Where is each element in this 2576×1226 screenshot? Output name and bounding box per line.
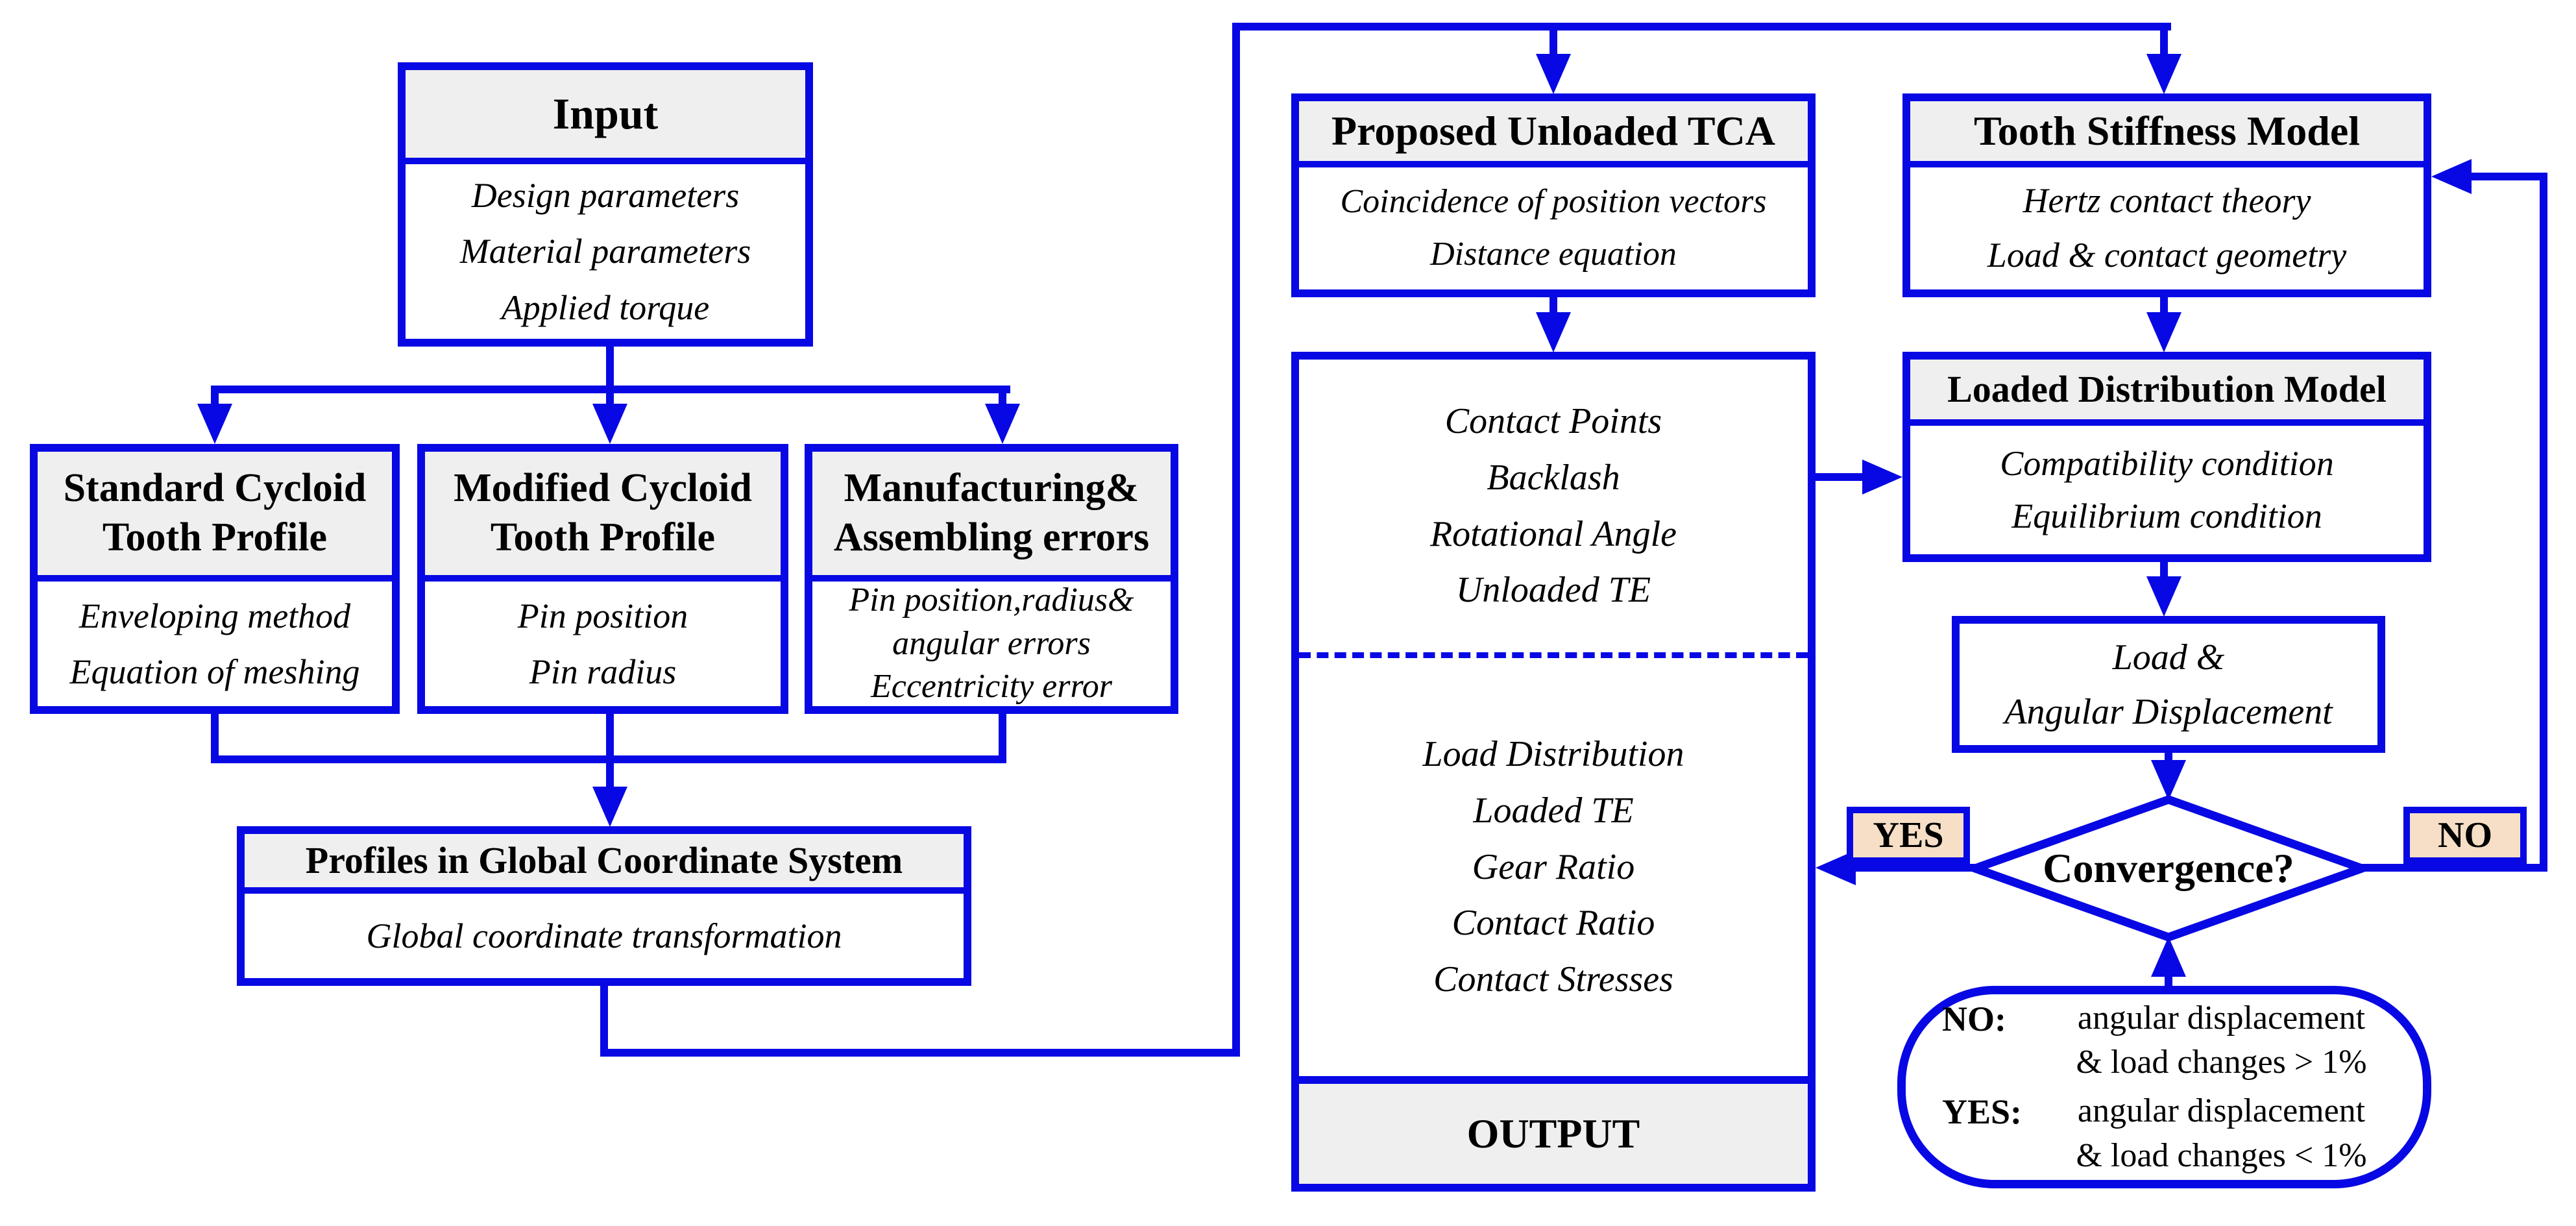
connector-top-bar (1232, 23, 2171, 31)
arrowhead-to-errors (985, 404, 1020, 444)
connector-profiles-down (600, 982, 608, 1057)
connector-loadedmodel-down (2160, 558, 2168, 579)
input-box: Input Design parameters Material paramet… (398, 62, 813, 347)
connector-input-down (606, 343, 614, 389)
input-body: Design parameters Material parameters Ap… (459, 175, 751, 327)
connector-drop-stiffness (2160, 31, 2168, 55)
loaded-distribution-body: Compatibility condition Equilibrium cond… (2000, 444, 2334, 535)
results-output-label: OUTPUT (1466, 1110, 1640, 1157)
connector-no-line (2358, 864, 2547, 872)
connector-no-top (2468, 173, 2547, 180)
arrowhead-no-to-stiffness (2431, 159, 2472, 194)
standard-cycloid-box: Standard Cycloid Tooth Profile Envelopin… (30, 444, 400, 714)
arrowhead-to-displacement (2146, 576, 2181, 617)
connector-drop-tca (1549, 31, 1557, 55)
arrowhead-to-modified (592, 404, 627, 444)
results-output-band: OUTPUT (1299, 1076, 1808, 1184)
standard-cycloid-body: Enveloping method Equation of meshing (69, 596, 360, 691)
no-badge: NO (2403, 807, 2527, 864)
yes-badge: YES (1847, 807, 1970, 864)
modified-cycloid-box: Modified Cycloid Tooth Profile Pin posit… (417, 444, 788, 714)
arrowhead-to-decision (2151, 760, 2186, 800)
tooth-stiffness-body: Hertz contact theory Load & contact geom… (1987, 181, 2347, 275)
manufacturing-errors-box: Manufacturing& Assembling errors Pin pos… (805, 444, 1178, 714)
connector-yes-line (1852, 864, 1979, 872)
convergence-legend-box: NO: angular displacement & load changes … (1897, 986, 2431, 1188)
connector-errors-down (999, 710, 1006, 763)
input-title: Input (406, 70, 805, 164)
convergence-diamond-shape (1962, 795, 2375, 942)
connector-modified-down (606, 710, 614, 763)
arrowhead-to-tca (1536, 54, 1571, 94)
connector-to-profiles (606, 763, 614, 788)
load-angular-displacement-body: Load & Angular Displacement (2004, 637, 2333, 732)
legend-row-yes: YES: angular displacement & load changes… (1906, 1089, 2423, 1178)
arrowhead-legend-to-decision (2151, 937, 2186, 977)
unloaded-tca-body: Coincidence of position vectors Distance… (1340, 183, 1767, 273)
unloaded-tca-title: Proposed Unloaded TCA (1299, 101, 1808, 167)
convergence-label: Convergence? (2043, 845, 2294, 891)
arrowhead-to-standard (197, 404, 232, 444)
results-unloaded-list: Contact Points Backlash Rotational Angle… (1429, 400, 1677, 611)
connector-left-riser (1232, 23, 1240, 1057)
loaded-distribution-title: Loaded Distribution Model (1910, 360, 2424, 426)
loaded-distribution-box: Loaded Distribution Model Compatibility … (1902, 352, 2431, 562)
connector-stiffness-down (2160, 293, 2168, 314)
legend-no-label: NO: (1942, 999, 2006, 1038)
modified-cycloid-title: Modified Cycloid Tooth Profile (425, 452, 781, 582)
connector-legend-up (2165, 974, 2172, 989)
connector-elbow-horizontal (600, 1049, 1240, 1057)
manufacturing-errors-title: Manufacturing& Assembling errors (812, 452, 1171, 582)
arrowhead-stiffness-to-loadedmodel (2146, 312, 2181, 352)
results-box: Contact Points Backlash Rotational Angle… (1291, 352, 1816, 1192)
manufacturing-errors-body: Pin position,radius& angular errors Ecce… (849, 582, 1134, 705)
connector-right-riser (2540, 173, 2547, 872)
standard-cycloid-title: Standard Cycloid Tooth Profile (38, 452, 392, 582)
legend-no-text: angular displacement & load changes > 1% (2076, 999, 2367, 1081)
connector-tca-down (1549, 293, 1557, 314)
connector-merge-bar (211, 755, 1006, 763)
profiles-title: Profiles in Global Coordinate System (245, 834, 964, 894)
legend-yes-text: angular displacement & load changes < 1% (2076, 1092, 2367, 1174)
modified-cycloid-body: Pin position Pin radius (517, 596, 688, 691)
legend-yes-label: YES: (1942, 1092, 2023, 1131)
unloaded-tca-box: Proposed Unloaded TCA Coincidence of pos… (1291, 93, 1816, 297)
load-angular-displacement-box: Load & Angular Displacement (1952, 616, 2385, 753)
arrowhead-to-loadedmodel (1862, 460, 1902, 495)
tooth-stiffness-title: Tooth Stiffness Model (1910, 101, 2424, 167)
results-divider (1299, 652, 1808, 658)
arrowhead-to-results (1536, 312, 1571, 352)
arrowhead-to-profiles (592, 787, 627, 827)
arrowhead-to-stiffness (2146, 54, 2181, 94)
tooth-stiffness-box: Tooth Stiffness Model Hertz contact theo… (1902, 93, 2431, 297)
profiles-body: Global coordinate transformation (366, 916, 842, 955)
results-loaded-list: Load Distribution Loaded TE Gear Ratio C… (1422, 734, 1684, 1000)
connector-results-to-loadedmodel (1812, 473, 1865, 481)
profiles-box: Profiles in Global Coordinate System Glo… (237, 826, 971, 986)
connector-standard-down (211, 710, 219, 763)
legend-row-no: NO: angular displacement & load changes … (1906, 996, 2423, 1085)
